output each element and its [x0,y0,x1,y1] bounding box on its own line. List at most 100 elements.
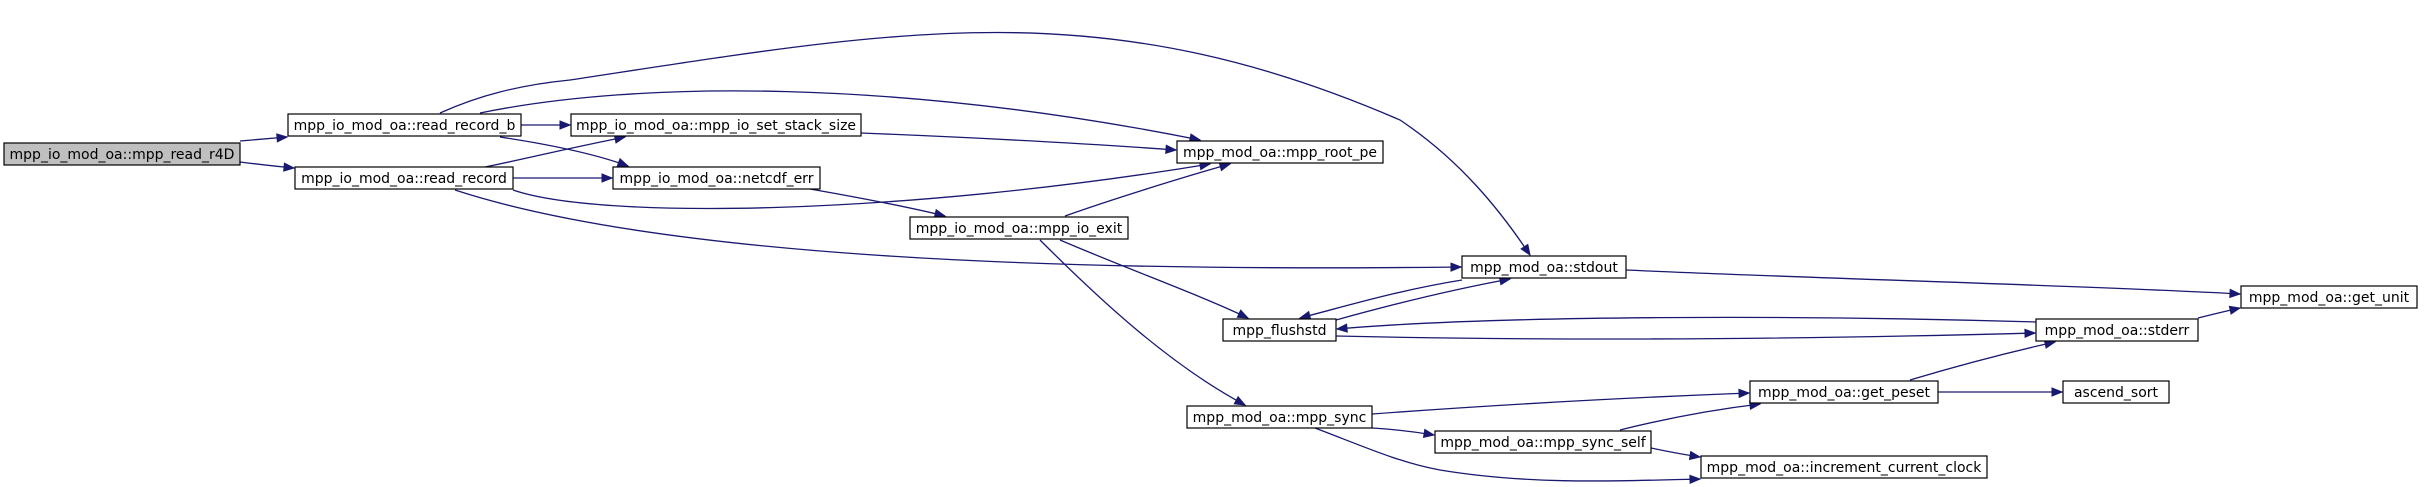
node-label: mpp_mod_oa::get_peset [1758,385,1930,401]
node-box[interactable] [909,216,1129,240]
node-label: mpp_mod_oa::stderr [2045,323,2190,339]
edge-line [499,136,629,167]
edge-get_peset-to-stderr [1909,339,2057,381]
node-box[interactable] [1461,255,1627,279]
node-stdout[interactable]: mpp_mod_oa::stdout [1461,255,1627,279]
arrowhead [1422,428,1436,438]
edge-mpp_io_exit-to-mpp_root_pe [1064,162,1232,217]
arrowhead [2024,328,2037,339]
edge-read_record-to-mpp_io_set_stack_size [484,134,627,168]
edge-line [809,188,946,217]
arrowhead [1689,474,1702,484]
nodes-layer: mpp_io_mod_oa::mpp_read_r4Dmpp_io_mod_oa… [3,113,2418,479]
edge-line [1335,278,1511,321]
edge-get_peset-to-ascend_sort [1938,387,2064,397]
arrowhead [1298,310,1312,320]
edge-stdout-to-get_unit [1625,269,2242,299]
node-mpp-sync-self[interactable]: mpp_mod_oa::mpp_sync_self [1434,430,1652,454]
edge-read_record_b-to-mpp_io_set_stack_size [520,120,572,130]
edge-mpp_sync_self-to-increment_current_clock [1650,447,1702,461]
node-mpp-flushstd[interactable]: mpp_flushstd [1222,318,1337,342]
edge-line [1059,239,1249,319]
arrowhead [559,120,572,130]
node-box[interactable] [1186,405,1373,429]
node-label: mpp_mod_oa::stdout [1470,260,1618,276]
node-read-record[interactable]: mpp_io_mod_oa::read_record [294,166,514,190]
arrowhead [1233,395,1247,406]
node-label: mpp_io_mod_oa::mpp_read_r4D [10,147,235,163]
edge-mpp_io_exit-to-mpp_flushstd [1059,239,1250,319]
edge-line [1336,316,2037,330]
arrowhead [1738,388,1751,399]
node-box[interactable] [2035,318,2199,342]
node-box[interactable] [1434,430,1652,454]
node-box[interactable] [287,113,522,137]
edge-mpp_io_exit-to-mpp_sync [1039,239,1247,406]
edge-mpp_sync-to-increment_current_clock [1314,427,1702,484]
node-label: mpp_io_mod_oa::read_record [301,171,507,187]
node-label: mpp_io_mod_oa::mpp_io_exit [916,221,1123,237]
arrowhead [1236,309,1250,319]
edge-read_record-to-stdout [454,189,1463,272]
arrowhead [616,157,630,167]
node-label: mpp_io_mod_oa::mpp_io_set_stack_size [576,118,856,134]
edge-mpp_sync-to-mpp_sync_self [1371,427,1436,438]
edge-mpp_io_set_stack_size-to-mpp_root_pe [860,132,1178,155]
edge-read_record_b-to-netcdf_err [499,136,630,167]
node-mpp-io-set-stack-size[interactable]: mpp_io_mod_oa::mpp_io_set_stack_size [570,113,862,137]
arrowhead [276,133,289,143]
node-label: ascend_sort [2074,385,2159,401]
edge-mpp_sync_self-to-get_peset [1619,400,1762,431]
edge-line [1039,239,1246,406]
edge-line [1619,403,1761,431]
edge-line [1299,279,1463,319]
node-netcdf-err[interactable]: mpp_io_mod_oa::netcdf_err [612,166,821,190]
node-mpp-io-exit[interactable]: mpp_io_mod_oa::mpp_io_exit [909,216,1129,240]
node-ascend-sort[interactable]: ascend_sort [2062,380,2170,404]
edge-line [1371,392,1750,415]
node-box[interactable] [1749,380,1939,404]
node-label: mpp_mod_oa::mpp_sync_self [1440,435,1646,451]
edge-line [860,132,1177,151]
node-box[interactable] [294,166,514,190]
node-read-record-b[interactable]: mpp_io_mod_oa::read_record_b [287,113,522,137]
edge-stdout-to-mpp_flushstd [1298,279,1463,320]
node-increment-current-clock[interactable]: mpp_mod_oa::increment_current_clock [1700,455,1988,479]
node-label: mpp_flushstd [1233,323,1327,339]
edge-read_record_b-to-stdout [439,31,1531,257]
node-box[interactable] [2240,285,2418,309]
edge-mpp_read_r4D-to-read_record [239,161,296,172]
arrowhead [1165,144,1178,155]
edge-mpp_sync-to-get_peset [1371,388,1751,415]
node-box[interactable] [2062,380,2170,404]
node-mpp-sync[interactable]: mpp_mod_oa::mpp_sync [1186,405,1373,429]
edge-stderr-to-mpp_flushstd [1335,316,2037,333]
node-box[interactable] [1222,318,1337,342]
node-box[interactable] [3,142,241,166]
arrowhead [1520,243,1531,257]
arrowhead [2228,305,2242,315]
edge-mpp_read_r4D-to-read_record_b [239,133,289,143]
node-label: mpp_mod_oa::get_unit [2249,290,2410,306]
node-label: mpp_mod_oa::increment_current_clock [1707,460,1983,476]
node-get-peset[interactable]: mpp_mod_oa::get_peset [1749,380,1939,404]
arrowhead [2229,288,2242,299]
edge-line [1064,163,1231,217]
arrowhead [1335,323,1348,333]
edge-line [1625,269,2241,295]
node-box[interactable] [612,166,821,190]
edge-line [1335,332,2036,340]
node-mpp-read-r4D[interactable]: mpp_io_mod_oa::mpp_read_r4D [3,142,241,166]
node-box[interactable] [1700,455,1988,479]
arrowhead [2051,387,2064,397]
node-get-unit[interactable]: mpp_mod_oa::get_unit [2240,285,2418,309]
arrowhead [601,173,614,183]
node-label: mpp_mod_oa::mpp_root_pe [1183,145,1377,161]
node-box[interactable] [570,113,862,137]
node-mpp-root-pe[interactable]: mpp_mod_oa::mpp_root_pe [1176,140,1384,164]
node-stderr[interactable]: mpp_mod_oa::stderr [2035,318,2199,342]
edge-mpp_flushstd-to-stdout [1335,276,1512,321]
node-label: mpp_io_mod_oa::read_record_b [294,118,516,134]
node-box[interactable] [1176,140,1384,164]
